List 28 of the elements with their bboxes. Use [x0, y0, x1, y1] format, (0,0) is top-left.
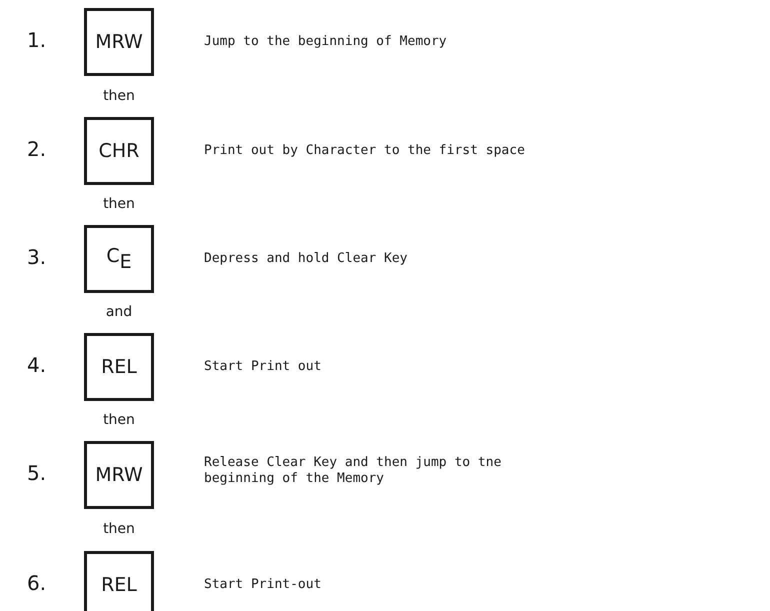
sequence-word: and — [106, 304, 132, 320]
key-label: REL — [101, 356, 137, 378]
sequence-word: then — [103, 521, 135, 537]
step-description: Depress and hold Clear Key — [204, 251, 408, 267]
key-label: MRW — [95, 464, 143, 486]
key-box — [84, 225, 154, 293]
key-label: MRW — [95, 31, 143, 53]
sequence-word: then — [103, 412, 135, 428]
key-box — [84, 8, 154, 76]
key-box — [84, 333, 154, 401]
step-description: Start Print-out — [204, 577, 322, 593]
key-label: CHR — [98, 140, 140, 162]
key-box — [84, 441, 154, 509]
step-number: 5. — [27, 461, 46, 485]
key-box — [84, 117, 154, 185]
step-description: Start Print out — [204, 359, 322, 375]
key-label: REL — [101, 574, 137, 596]
step-number: 3. — [27, 245, 46, 269]
step-number: 1. — [27, 28, 46, 52]
key-box — [84, 551, 154, 611]
step-description: Jump to the beginning of Memory — [204, 34, 448, 50]
step-number: 2. — [27, 137, 46, 161]
step-description: Release Clear Key and then jump to tne beginning of the Memory — [204, 455, 502, 487]
step-description: Print out by Character to the first space — [204, 143, 526, 159]
sequence-word: then — [103, 88, 135, 104]
step-number: 6. — [27, 571, 46, 595]
step-number: 4. — [27, 353, 46, 377]
sequence-word: then — [103, 196, 135, 212]
